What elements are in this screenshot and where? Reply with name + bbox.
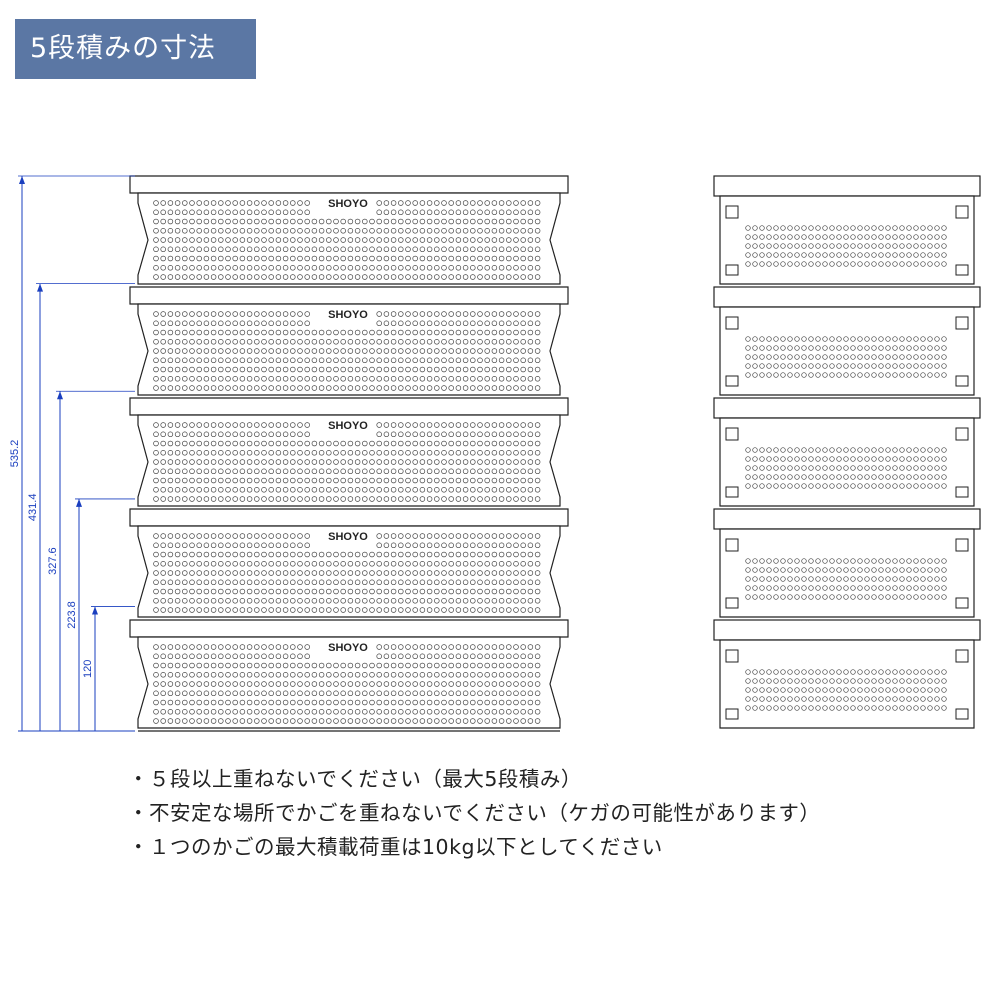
side-tier-1 [713, 175, 981, 285]
page-title: 5段積みの寸法 [15, 19, 256, 79]
dimension-label: 535.2 [9, 440, 21, 468]
front-tier-3: SHOYO [129, 397, 569, 507]
side-rim [713, 397, 981, 419]
dimension-1: 431.4 [27, 283, 135, 731]
perforation-holes [153, 200, 541, 280]
front-tier-2: SHOYO [129, 286, 569, 396]
dimension-label: 120 [82, 660, 94, 678]
side-foot [955, 264, 969, 276]
side-handle [955, 427, 969, 441]
side-perforations [745, 447, 947, 489]
crate-body [137, 303, 561, 396]
side-rim [713, 175, 981, 197]
dimension-label: 327.6 [47, 547, 59, 575]
crate-body [137, 192, 561, 285]
side-perforations [745, 558, 947, 600]
side-rim [713, 286, 981, 308]
dimension-2: 327.6 [47, 390, 135, 731]
side-handle [955, 538, 969, 552]
side-foot [955, 597, 969, 609]
dimension-4: 120 [82, 606, 135, 731]
side-perforations [745, 336, 947, 378]
dimension-lines: 535.2 431.4 327.6 223.8 120 [9, 175, 135, 732]
front-tier-1: SHOYO [129, 175, 569, 285]
dimension-drawing: SHOYO SHOYO SHOYO SHOYO SHOYO 535.2 431.4 327.… [9, 175, 981, 732]
side-handle [725, 538, 739, 552]
brand-logo: SHOYO [328, 420, 368, 432]
crate-rim [129, 397, 569, 416]
crate-rim [129, 175, 569, 194]
brand-logo: SHOYO [328, 642, 368, 654]
dimension-3: 223.8 [66, 498, 135, 731]
crate-rim [129, 286, 569, 305]
perforation-holes [153, 644, 541, 724]
side-foot [725, 486, 739, 498]
side-handle [725, 427, 739, 441]
brand-logo: SHOYO [328, 309, 368, 321]
side-foot [955, 375, 969, 387]
dimension-0: 535.2 [9, 175, 135, 731]
crate-body [137, 414, 561, 507]
side-rim [713, 508, 981, 530]
side-tier-5 [713, 619, 981, 729]
side-handle [725, 316, 739, 330]
side-handle [955, 205, 969, 219]
dimension-arrow [57, 391, 63, 400]
brand-logo: SHOYO [328, 531, 368, 543]
side-tier-3 [713, 397, 981, 507]
side-rim [713, 619, 981, 641]
caution-notes: ・５段以上重ねないでください（最大5段積み） ・不安定な場所でかごを重ねないでく… [128, 762, 988, 864]
perforation-holes [153, 422, 541, 502]
side-foot [955, 708, 969, 720]
side-tier-2 [713, 286, 981, 396]
side-foot [725, 597, 739, 609]
note-max-tiers: ・５段以上重ねないでください（最大5段積み） [128, 767, 582, 791]
side-body [719, 195, 975, 285]
side-handle [725, 649, 739, 663]
side-foot [725, 708, 739, 720]
side-perforations [745, 225, 947, 267]
side-foot [955, 486, 969, 498]
side-body [719, 306, 975, 396]
dimension-arrow [76, 498, 82, 507]
side-body [719, 417, 975, 507]
dimension-label: 431.4 [27, 494, 39, 522]
crate-body [137, 525, 561, 618]
front-tier-5: SHOYO [129, 619, 569, 729]
crate-rim [129, 619, 569, 638]
note-unstable-place: ・不安定な場所でかごを重ねないでください（ケガの可能性があります） [128, 801, 821, 825]
crate-rim [129, 508, 569, 527]
dimension-arrow [19, 176, 25, 184]
brand-logo: SHOYO [328, 198, 368, 210]
side-body [719, 639, 975, 729]
side-perforations [745, 669, 947, 711]
dimension-arrow [92, 606, 98, 615]
crate-body [137, 636, 561, 729]
side-foot [725, 264, 739, 276]
side-body [719, 528, 975, 618]
front-tier-4: SHOYO [129, 508, 569, 618]
side-handle [725, 205, 739, 219]
dimension-label: 223.8 [66, 601, 78, 629]
side-tier-4 [713, 508, 981, 618]
side-foot [725, 375, 739, 387]
side-handle [955, 649, 969, 663]
side-handle [955, 316, 969, 330]
note-max-load: ・１つのかごの最大積載荷重は10kg以下としてください [128, 835, 663, 859]
perforation-holes [153, 533, 541, 613]
side-view [713, 175, 981, 729]
perforation-holes [153, 311, 541, 391]
front-view: SHOYO SHOYO SHOYO SHOYO SHOYO [129, 175, 569, 732]
dimension-arrow [37, 283, 43, 292]
